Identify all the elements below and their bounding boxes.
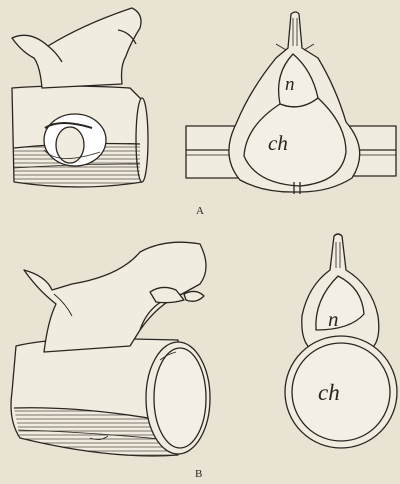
panel-b-lateral-view (11, 242, 210, 456)
panel-a-end-view (186, 12, 396, 194)
panel-b-chord-label: ch (318, 380, 340, 405)
panel-a-caption: A (196, 205, 204, 217)
neural-spine (12, 8, 141, 88)
panel-b-caption: B (195, 468, 202, 480)
panel-a-chord-label: ch (268, 131, 288, 155)
panel-a-lateral-view (12, 8, 148, 187)
panel-b-end-view (285, 234, 397, 448)
panel-a-neural-label: n (285, 74, 295, 95)
panel-b-neural-label: n (328, 307, 339, 331)
